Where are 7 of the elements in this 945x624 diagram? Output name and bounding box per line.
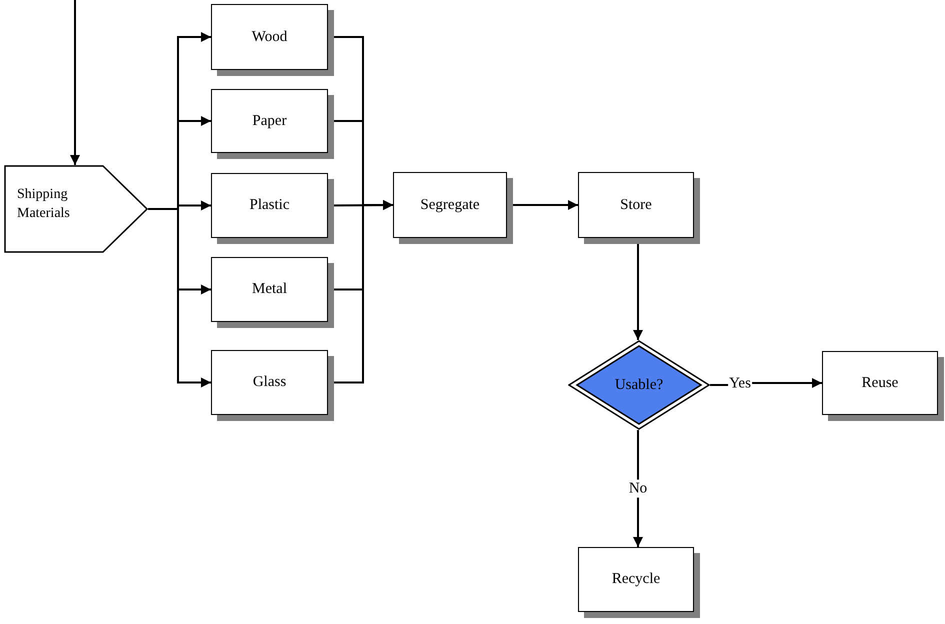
arrow <box>70 0 80 165</box>
arrow <box>633 430 643 547</box>
edge-label: No <box>628 479 648 498</box>
arrow <box>148 208 211 388</box>
decision-diamond: Usable? <box>568 340 710 430</box>
arrow <box>710 378 822 388</box>
off-page-connector: Shipping Materials <box>4 165 148 253</box>
